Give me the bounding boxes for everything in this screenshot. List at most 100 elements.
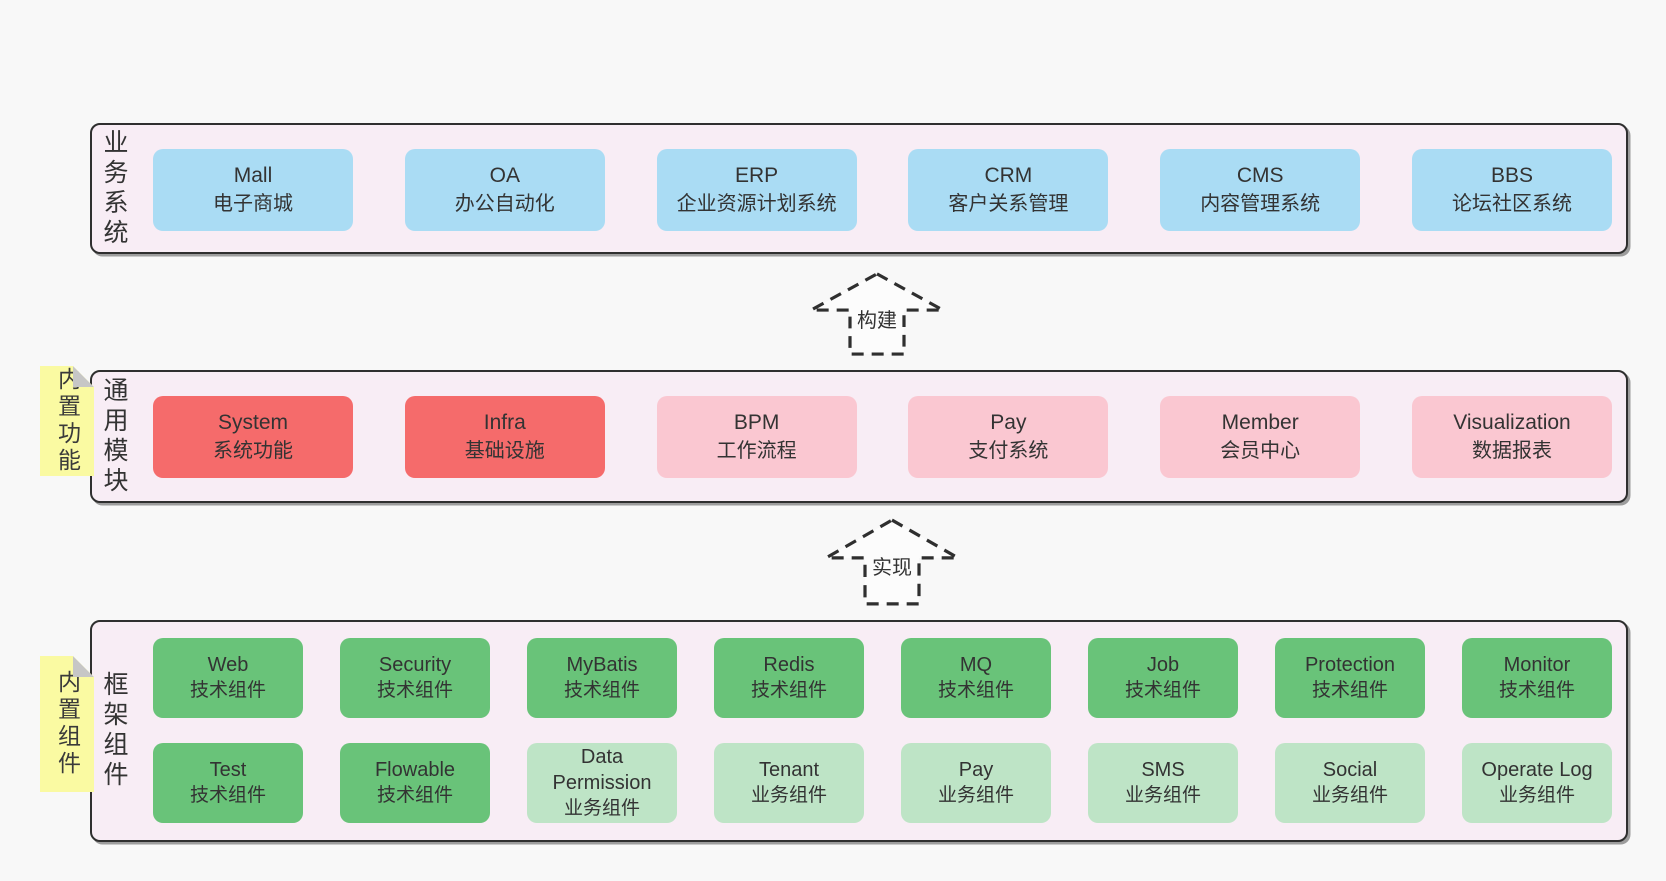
module-subtitle: 业务组件 bbox=[937, 785, 1014, 806]
section-business: 业务系统 Mall 电子商城 OA 办公自动化 ERP 企业资源计划系统 CRM… bbox=[90, 123, 1628, 254]
module-title: Monitor bbox=[1503, 654, 1571, 676]
module-title: BPM bbox=[733, 411, 780, 434]
module-title: Member bbox=[1221, 411, 1299, 434]
module-subtitle: 技术组件 bbox=[750, 680, 827, 701]
box-web: Web 技术组件 bbox=[153, 638, 303, 718]
module-subtitle: 数据报表 bbox=[1471, 440, 1552, 462]
module-subtitle: 工作流程 bbox=[716, 440, 797, 462]
module-subtitle: 业务组件 bbox=[1124, 785, 1201, 806]
module-subtitle: 办公自动化 bbox=[454, 193, 555, 215]
section-label: 通用模块 bbox=[100, 376, 128, 497]
box-pay: Pay 业务组件 bbox=[901, 743, 1051, 823]
box-mall: Mall 电子商城 bbox=[153, 149, 353, 231]
box-sms: SMS 业务组件 bbox=[1088, 743, 1238, 823]
module-subtitle: 技术组件 bbox=[563, 680, 640, 701]
module-title: Protection bbox=[1304, 654, 1396, 676]
module-subtitle: 支付系统 bbox=[968, 440, 1049, 462]
section-rows: Web 技术组件 Security 技术组件 MyBatis 技术组件 Redi… bbox=[153, 638, 1612, 823]
dashed-up-arrow-1: 构建 bbox=[807, 270, 947, 358]
module-title: Test bbox=[209, 759, 247, 781]
box-oa: OA 办公自动化 bbox=[404, 149, 605, 231]
box-social: Social 业务组件 bbox=[1275, 743, 1425, 823]
module-title: Pay bbox=[958, 759, 994, 781]
section-tab-label: 内置组件 bbox=[54, 670, 81, 778]
module-title: MQ bbox=[959, 654, 993, 676]
module-row: Web 技术组件 Security 技术组件 MyBatis 技术组件 Redi… bbox=[153, 638, 1612, 718]
module-title: OA bbox=[489, 164, 520, 187]
module-title: Visualization bbox=[1453, 411, 1571, 434]
box-mybatis: MyBatis 技术组件 bbox=[527, 638, 677, 718]
section-label: 业务系统 bbox=[100, 128, 128, 249]
module-title: ERP bbox=[735, 164, 779, 187]
folded-corner-icon bbox=[73, 656, 94, 677]
dashed-up-arrow-2: 实现 bbox=[822, 516, 962, 608]
module-subtitle: 业务组件 bbox=[1311, 785, 1388, 806]
module-title: Mall bbox=[233, 164, 273, 187]
section-modules: 内置功能 通用模块 System 系统功能 Infra 基础设施 BPM 工作流… bbox=[90, 370, 1628, 503]
module-subtitle: 技术组件 bbox=[189, 785, 266, 806]
section-rows: Mall 电子商城 OA 办公自动化 ERP 企业资源计划系统 CRM 客户关系… bbox=[153, 149, 1612, 234]
module-subtitle: 技术组件 bbox=[189, 680, 266, 701]
module-row: Mall 电子商城 OA 办公自动化 ERP 企业资源计划系统 CRM 客户关系… bbox=[153, 149, 1612, 231]
module-title: CRM bbox=[984, 164, 1033, 187]
module-title: Social bbox=[1322, 759, 1378, 781]
box-protection: Protection 技术组件 bbox=[1275, 638, 1425, 718]
box-security: Security 技术组件 bbox=[340, 638, 490, 718]
module-title: Operate Log bbox=[1481, 759, 1593, 781]
box-test: Test 技术组件 bbox=[153, 743, 303, 823]
box-job: Job 技术组件 bbox=[1088, 638, 1238, 718]
module-title: Tenant bbox=[758, 759, 820, 781]
section-side-tab: 内置组件 bbox=[40, 656, 94, 792]
box-operate-log: Operate Log 业务组件 bbox=[1462, 743, 1612, 823]
module-subtitle: 技术组件 bbox=[1311, 680, 1388, 701]
module-subtitle: 内容管理系统 bbox=[1200, 193, 1321, 215]
module-title: Redis bbox=[763, 654, 815, 676]
module-title: Pay bbox=[990, 411, 1027, 434]
module-title: Data Permission bbox=[552, 746, 652, 794]
module-subtitle: 技术组件 bbox=[1124, 680, 1201, 701]
box-redis: Redis 技术组件 bbox=[714, 638, 864, 718]
box-pay: Pay 支付系统 bbox=[908, 396, 1109, 478]
module-subtitle: 电子商城 bbox=[213, 193, 293, 215]
box-member: Member 会员中心 bbox=[1160, 396, 1361, 478]
box-mq: MQ 技术组件 bbox=[901, 638, 1051, 718]
box-tenant: Tenant 业务组件 bbox=[714, 743, 864, 823]
module-title: CMS bbox=[1236, 164, 1284, 187]
module-subtitle: 业务组件 bbox=[750, 785, 827, 806]
module-subtitle: 论坛社区系统 bbox=[1451, 193, 1572, 215]
module-title: MyBatis bbox=[566, 654, 638, 676]
module-subtitle: 技术组件 bbox=[937, 680, 1014, 701]
section-label: 框架组件 bbox=[100, 671, 128, 791]
module-title: Flowable bbox=[374, 759, 456, 781]
module-subtitle: 客户关系管理 bbox=[948, 193, 1069, 215]
box-infra: Infra 基础设施 bbox=[404, 396, 605, 478]
box-data-permission: Data Permission 业务组件 bbox=[527, 743, 677, 823]
module-title: Security bbox=[378, 654, 452, 676]
module-subtitle: 技术组件 bbox=[376, 785, 453, 806]
section-side-tab: 内置功能 bbox=[40, 366, 94, 476]
box-crm: CRM 客户关系管理 bbox=[908, 149, 1109, 231]
module-subtitle: 企业资源计划系统 bbox=[676, 193, 837, 215]
module-row: Test 技术组件 Flowable 技术组件 Data Permission … bbox=[153, 743, 1612, 823]
box-cms: CMS 内容管理系统 bbox=[1160, 149, 1361, 231]
box-erp: ERP 企业资源计划系统 bbox=[656, 149, 857, 231]
module-title: Web bbox=[207, 654, 249, 676]
module-subtitle: 技术组件 bbox=[1498, 680, 1575, 701]
module-row: System 系统功能 Infra 基础设施 BPM 工作流程 Pay 支付系统… bbox=[153, 396, 1612, 478]
section-framework: 内置组件 框架组件 Web 技术组件 Security 技术组件 MyBatis… bbox=[90, 620, 1628, 842]
arrow-label: 实现 bbox=[869, 556, 915, 581]
box-system: System 系统功能 bbox=[153, 396, 353, 478]
section-rows: System 系统功能 Infra 基础设施 BPM 工作流程 Pay 支付系统… bbox=[153, 396, 1612, 483]
box-monitor: Monitor 技术组件 bbox=[1462, 638, 1612, 718]
module-subtitle: 技术组件 bbox=[376, 680, 453, 701]
box-flowable: Flowable 技术组件 bbox=[340, 743, 490, 823]
module-subtitle: 系统功能 bbox=[213, 440, 293, 462]
box-bpm: BPM 工作流程 bbox=[656, 396, 857, 478]
box-bbs: BBS 论坛社区系统 bbox=[1411, 149, 1612, 231]
module-subtitle: 业务组件 bbox=[563, 798, 640, 819]
module-subtitle: 基础设施 bbox=[464, 440, 545, 462]
folded-corner-icon bbox=[73, 366, 94, 387]
module-title: Job bbox=[1146, 654, 1180, 676]
box-visualization: Visualization 数据报表 bbox=[1411, 396, 1612, 478]
